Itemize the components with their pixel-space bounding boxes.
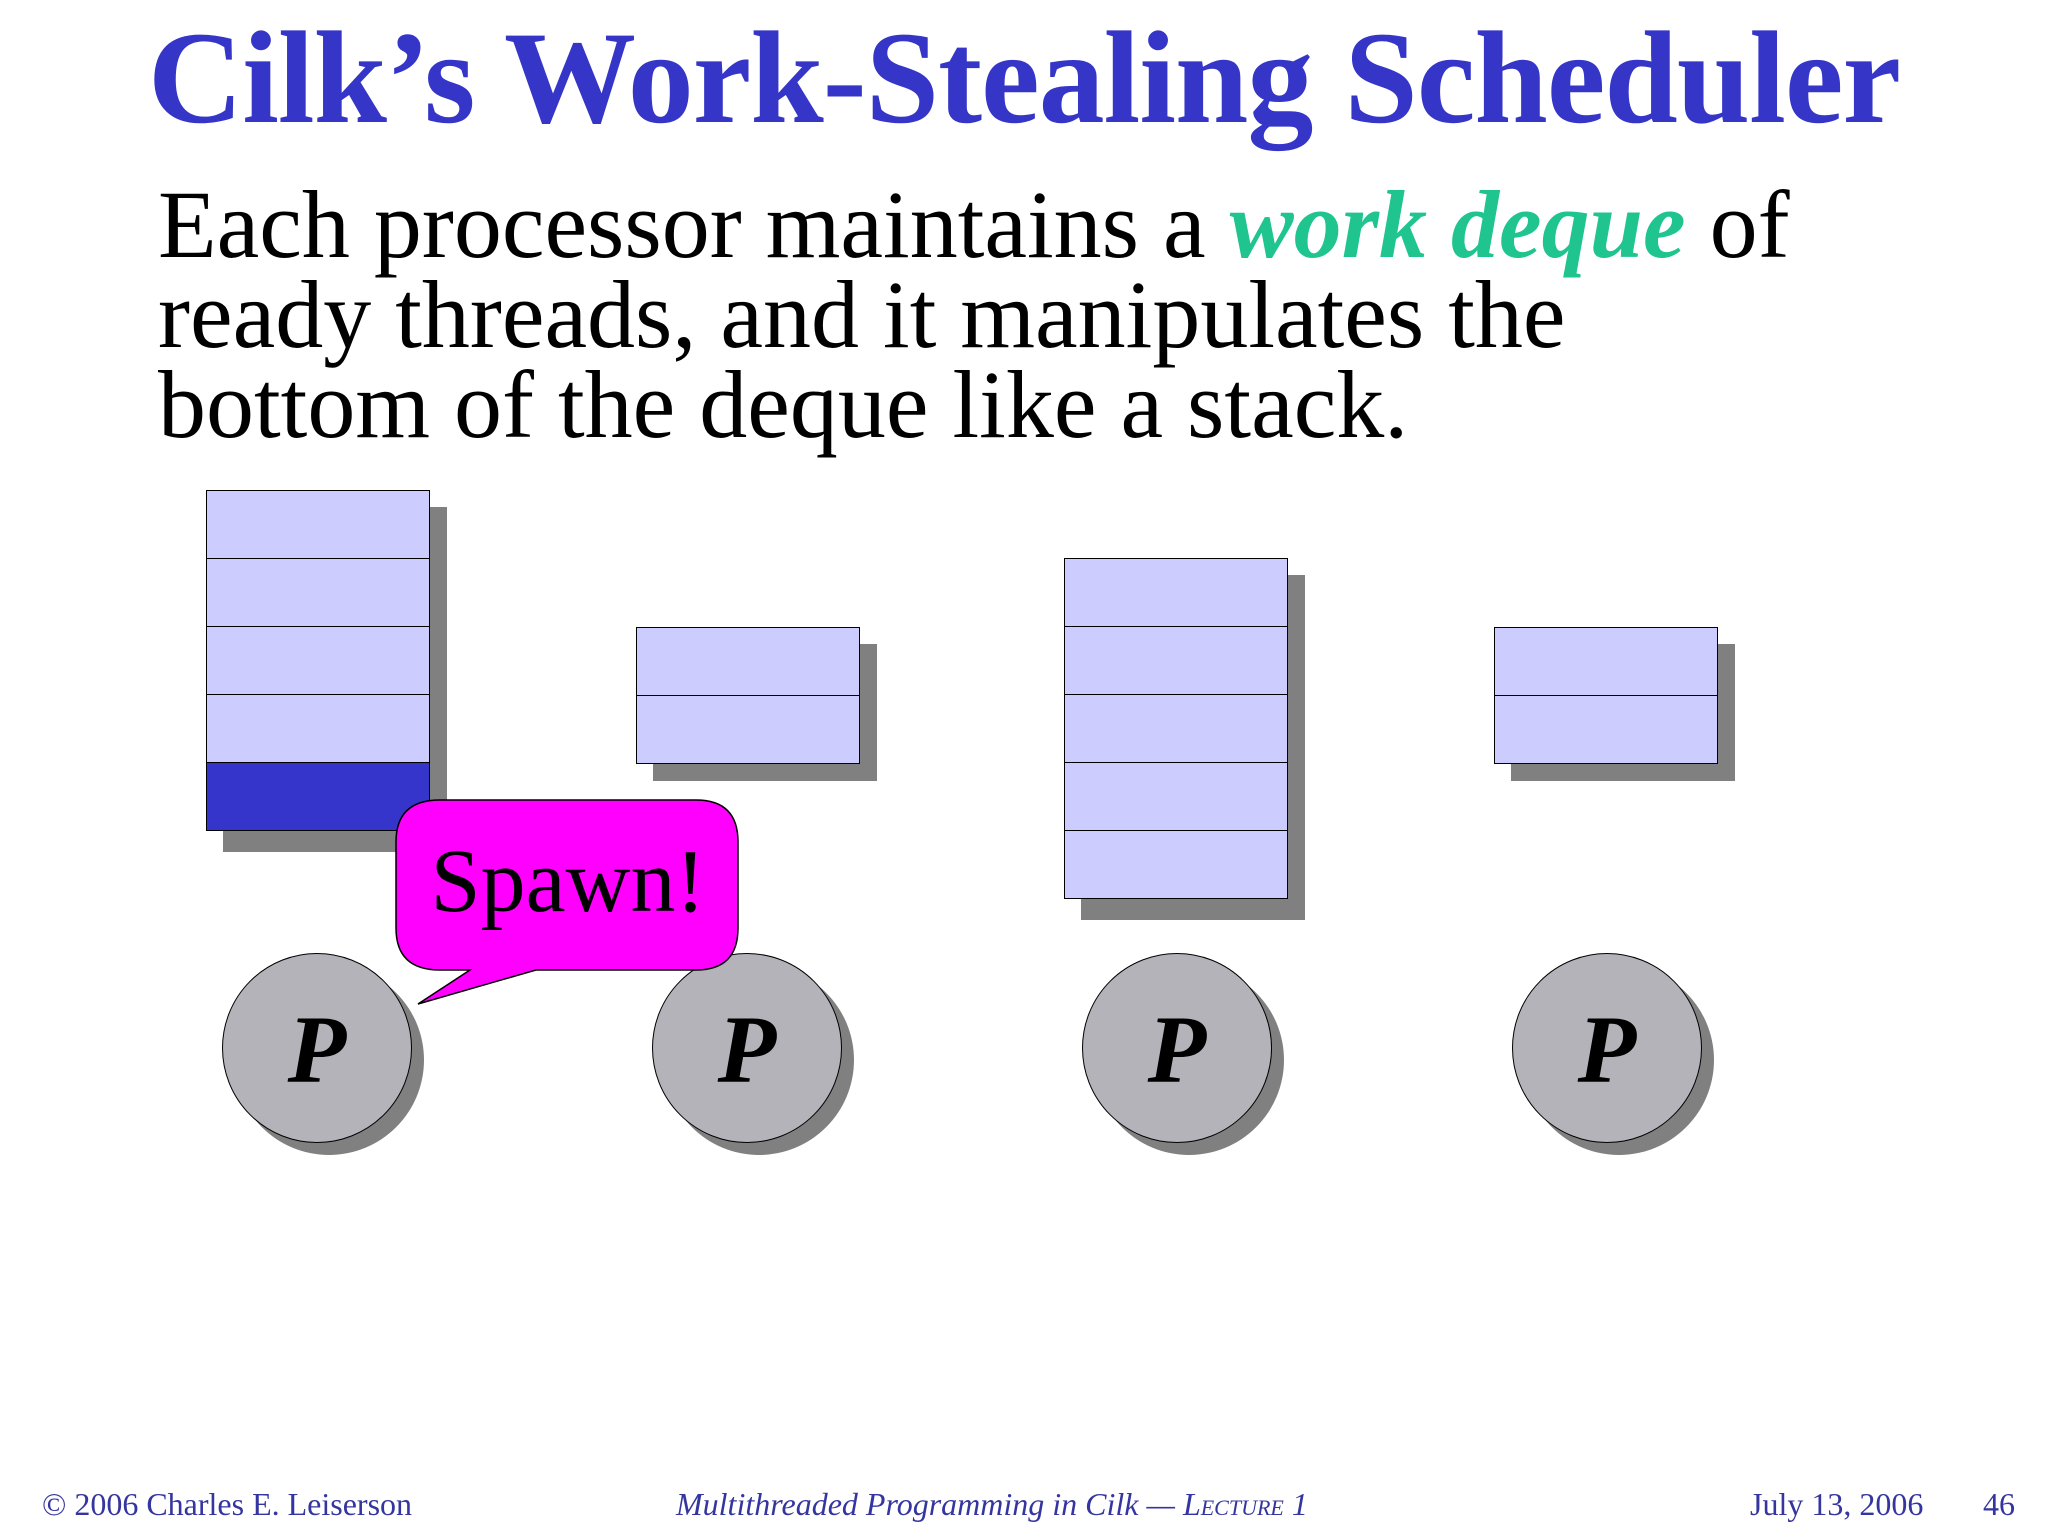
callout-shape bbox=[395, 799, 739, 1005]
slide-title: Cilk’s Work-Stealing Scheduler bbox=[147, 4, 1901, 151]
deque-slot bbox=[1494, 696, 1718, 764]
body-line-1: Each processor maintains a work deque of bbox=[158, 177, 1958, 273]
deque-slot bbox=[636, 627, 860, 696]
footer-date: July 13, 2006 bbox=[1750, 1486, 1924, 1522]
body-line-1-prefix: Each processor maintains a bbox=[158, 171, 1230, 278]
work-deque-3 bbox=[1064, 558, 1305, 920]
deque-slot bbox=[1064, 695, 1288, 763]
processor-2: P bbox=[652, 953, 854, 1155]
deque-stack bbox=[206, 490, 430, 835]
deque-stack bbox=[636, 627, 860, 764]
processor-circle: P bbox=[652, 953, 842, 1143]
deque-stack bbox=[1494, 627, 1718, 764]
footer-page-number: 46 bbox=[1983, 1486, 2015, 1522]
footer-course: Multithreaded Programming in Cilk — Lect… bbox=[676, 1484, 1308, 1524]
processor-circle: P bbox=[1512, 953, 1702, 1143]
spawn-callout-text: Spawn! bbox=[430, 832, 706, 931]
processor-label: P bbox=[287, 996, 347, 1103]
processor-label: P bbox=[1577, 996, 1637, 1103]
deque-slot bbox=[1494, 627, 1718, 696]
deque-slot bbox=[1064, 763, 1288, 831]
processor-label: P bbox=[1147, 996, 1207, 1103]
deque-slot bbox=[206, 559, 430, 627]
footer-lecture: Lecture 1 bbox=[1182, 1486, 1308, 1522]
work-deque-1 bbox=[206, 490, 447, 852]
processor-circle: P bbox=[1082, 953, 1272, 1143]
deque-stack bbox=[1064, 558, 1288, 903]
work-deque-term: work deque bbox=[1229, 171, 1686, 278]
slide-body-text: Each processor maintains a work deque of… bbox=[158, 177, 1958, 458]
work-deque-2 bbox=[636, 627, 877, 781]
deque-slot-active bbox=[206, 763, 430, 831]
footer-copyright: © 2006 Charles E. Leiserson bbox=[42, 1486, 413, 1522]
deque-slot bbox=[206, 490, 430, 559]
body-line-2: ready threads, and it manipulates the bbox=[158, 261, 1566, 368]
processor-circle: P bbox=[222, 953, 412, 1143]
body-line-1-suffix: of bbox=[1685, 171, 1790, 278]
processor-3: P bbox=[1082, 953, 1284, 1155]
deque-slot bbox=[206, 695, 430, 763]
deque-slot bbox=[1064, 627, 1288, 695]
deque-slot bbox=[1064, 558, 1288, 627]
processor-4: P bbox=[1512, 953, 1714, 1155]
body-line-3: bottom of the deque like a stack. bbox=[158, 351, 1409, 458]
processor-label: P bbox=[717, 996, 777, 1103]
work-deque-4 bbox=[1494, 627, 1735, 781]
processor-1: P bbox=[222, 953, 424, 1155]
deque-slot bbox=[1064, 831, 1288, 899]
footer-course-title: Multithreaded Programming in Cilk — bbox=[676, 1486, 1183, 1522]
deque-slot bbox=[206, 627, 430, 695]
deque-slot bbox=[636, 696, 860, 764]
